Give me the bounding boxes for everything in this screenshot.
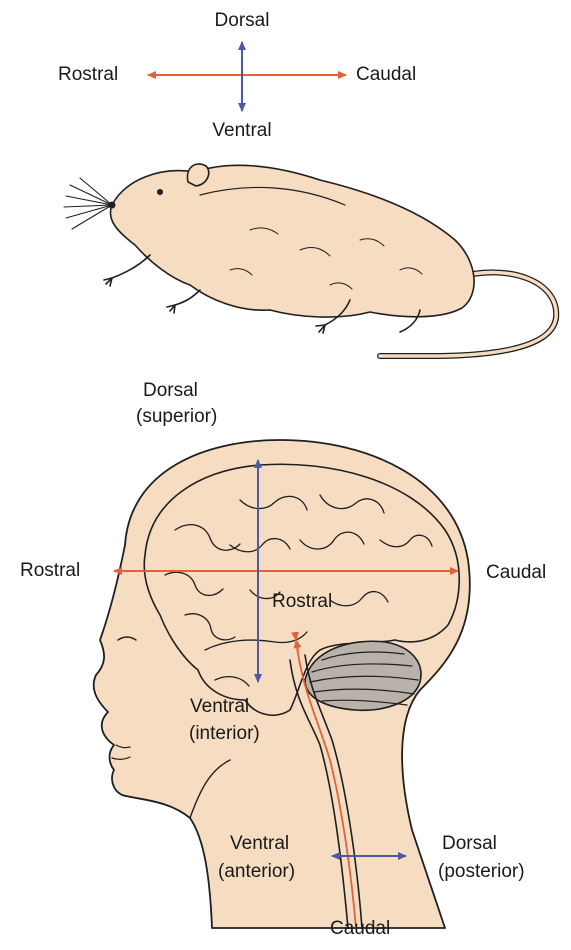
rat-ventral-label: Ventral — [200, 120, 284, 142]
brainstem-rostral-label: Rostral — [272, 591, 332, 613]
rat-dorsal-label: Dorsal — [202, 10, 282, 32]
human-dorsal-superior-label: (superior) — [136, 406, 217, 428]
human-ventral-interior-label: (interior) — [189, 723, 260, 745]
human-dorsal-label: Dorsal — [143, 380, 198, 402]
human-caudal-label: Caudal — [486, 562, 546, 584]
neck-dorsal-label: Dorsal — [442, 833, 497, 855]
rat-rostral-label: Rostral — [58, 64, 118, 86]
human-ventral-label: Ventral — [190, 696, 249, 718]
neck-ventral-label: Ventral — [230, 833, 289, 855]
spinal-caudal-label: Caudal — [330, 918, 390, 940]
neck-dorsal-posterior-label: (posterior) — [438, 861, 525, 883]
rat-orientation-arrows — [148, 42, 346, 111]
rat-illustration — [64, 164, 556, 356]
human-rostral-label: Rostral — [20, 560, 80, 582]
rat-caudal-label: Caudal — [356, 64, 416, 86]
neck-ventral-anterior-label: (anterior) — [218, 861, 295, 883]
